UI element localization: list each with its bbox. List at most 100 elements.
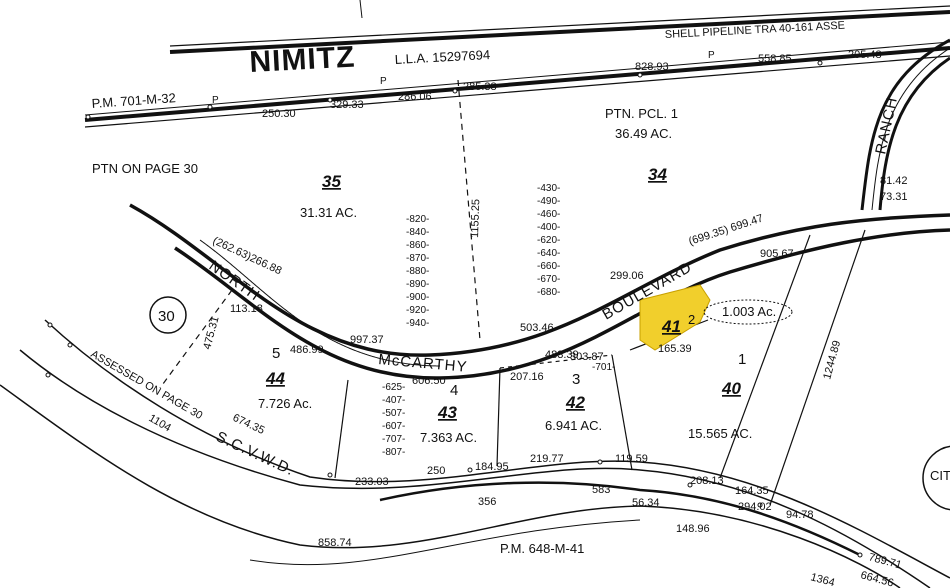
parcel-43-lot: 4 — [450, 382, 458, 399]
parcel-number-41: 41 — [661, 317, 681, 336]
dim-483-39: 483.39 — [545, 349, 579, 361]
page-ref-30: 30 — [158, 308, 175, 325]
dim-329-33: 329.33 — [330, 99, 364, 111]
dim-905-67: 905.67 — [760, 248, 794, 260]
creek-lines — [0, 319, 950, 588]
dim-475-31: 475.31 — [201, 315, 221, 351]
p-mark-2: P — [380, 76, 387, 87]
dim-674-35: 674.35 — [231, 412, 267, 437]
city-label: CIT — [930, 468, 950, 483]
dim-250-30: 250.30 — [262, 108, 296, 120]
dim-828-93: 828.93 — [635, 61, 669, 73]
dim-119-59: 119.59 — [615, 453, 648, 465]
ptn-pcl-acres: 36.49 AC. — [615, 126, 672, 141]
svg-text:-707-: -707- — [382, 434, 405, 445]
lot-list-center: -820- -840- -860- -870- -880- -890- -900… — [406, 214, 429, 329]
svg-text:-400-: -400- — [537, 222, 560, 233]
dim-285-38: 285.38 — [463, 81, 497, 93]
parcel-40-acres: 15.565 AC. — [688, 426, 752, 441]
dim-858-74: 858.74 — [318, 537, 352, 549]
svg-text:-660-: -660- — [537, 261, 560, 272]
assessed-page-30: ASSESSED ON PAGE 30 — [89, 348, 205, 422]
lot-list-43: -625- -407- -507- -607- -707- -807- — [382, 382, 405, 458]
svg-text:-625-: -625- — [382, 382, 405, 393]
dim-1155-25: 1155.25 — [469, 199, 482, 238]
pm-bottom: P.M. 648-M-41 — [500, 541, 584, 556]
parcel-42-lot: 3 — [572, 371, 580, 388]
svg-text:-507-: -507- — [382, 408, 405, 419]
svg-text:-407-: -407- — [382, 395, 405, 406]
svg-text:-880-: -880- — [406, 266, 429, 277]
svg-text:-807-: -807- — [382, 447, 405, 458]
dim-81-42: 81.42 — [880, 175, 908, 187]
mccarthy-boulevard-lines — [129, 203, 950, 380]
dim-299-06: 299.06 — [610, 270, 644, 282]
dim-664-56: 664.56 — [859, 569, 895, 588]
dim-583: 583 — [592, 484, 610, 496]
p-mark-3: P — [708, 50, 715, 61]
dim-113-18: 113.18 — [230, 303, 263, 315]
svg-text:-940-: -940- — [406, 318, 429, 329]
dim-208-13: 208.13 — [690, 475, 724, 487]
parcel-40-lot: 1 — [738, 351, 746, 368]
dim-789-71: 789.71 — [867, 551, 903, 571]
parcel-number-34: 34 — [648, 165, 667, 184]
dim-205-48: 205.48 — [848, 49, 882, 61]
svg-text:-640-: -640- — [537, 248, 560, 259]
lot-701: -701- — [592, 362, 615, 373]
lot-list-right: -430- -490- -460- -400- -620- -640- -660… — [537, 183, 560, 298]
svg-text:-870-: -870- — [406, 253, 429, 264]
parcel-41-acres: 1.003 Ac. — [722, 304, 776, 319]
survey-dots — [45, 60, 863, 558]
pm-top-left: P.M. 701-M-32 — [91, 90, 176, 111]
dim-1364: 1364 — [809, 571, 836, 588]
parcel-44-acres: 7.726 Ac. — [258, 396, 312, 411]
dim-558-85: 558.85 — [758, 53, 792, 65]
dim-699-35: (699.35) 699.47 — [687, 212, 765, 247]
ptn-pcl-label: PTN. PCL. 1 — [605, 106, 678, 121]
city-circle — [922, 445, 950, 511]
svg-text:-430-: -430- — [537, 183, 560, 194]
nimitz-freeway-lines — [84, 0, 950, 128]
svg-text:-607-: -607- — [382, 421, 405, 432]
parcel-number-40: 40 — [721, 379, 741, 398]
dim-294-02: 294.02 — [738, 501, 772, 513]
page-ref-circle — [149, 296, 187, 334]
parcel-boundaries — [159, 79, 866, 506]
ranch-road-lines — [860, 38, 950, 211]
dim-207-16: 207.16 — [510, 371, 544, 383]
dim-56-34: 56.34 — [632, 497, 660, 509]
parcel-number-35: 35 — [322, 172, 341, 191]
parcel-number-42: 42 — [565, 393, 585, 412]
dim-164-35: 164.35 — [735, 485, 769, 497]
p-mark-1: P — [212, 95, 219, 106]
dim-165-39: 165.39 — [658, 343, 692, 355]
svg-text:-680-: -680- — [537, 287, 560, 298]
dim-73-31: 73.31 — [880, 191, 908, 203]
ptn-page-30: PTN ON PAGE 30 — [92, 161, 198, 176]
dim-94-78: 94.78 — [786, 509, 814, 521]
svg-text:-820-: -820- — [406, 214, 429, 225]
dim-148-96: 148.96 — [676, 523, 710, 535]
area-callout-ellipse — [703, 299, 793, 325]
dim-286-06: 286.06 — [398, 91, 432, 103]
parcel-number-44: 44 — [265, 369, 285, 388]
dim-233-03: 233.03 — [355, 476, 389, 488]
svg-text:-840-: -840- — [406, 227, 429, 238]
parcel-44-lot: 5 — [272, 345, 280, 362]
svg-text:-670-: -670- — [537, 274, 560, 285]
parcel-number-43: 43 — [437, 403, 457, 422]
svg-text:-920-: -920- — [406, 305, 429, 316]
svg-text:-460-: -460- — [537, 209, 560, 220]
parcel-41-highlight[interactable] — [639, 284, 711, 351]
svg-text:-890-: -890- — [406, 279, 429, 290]
dim-606-50: 606.50 — [412, 375, 446, 387]
parcel-42-acres: 6.941 AC. — [545, 418, 602, 433]
dim-503-46: 503.46 — [520, 322, 554, 334]
parcel-41-lot: 2 — [688, 312, 695, 327]
dim-250: 250 — [427, 465, 445, 477]
svg-text:-620-: -620- — [537, 235, 560, 246]
lla-label: L.L.A. 15297694 — [394, 47, 490, 67]
